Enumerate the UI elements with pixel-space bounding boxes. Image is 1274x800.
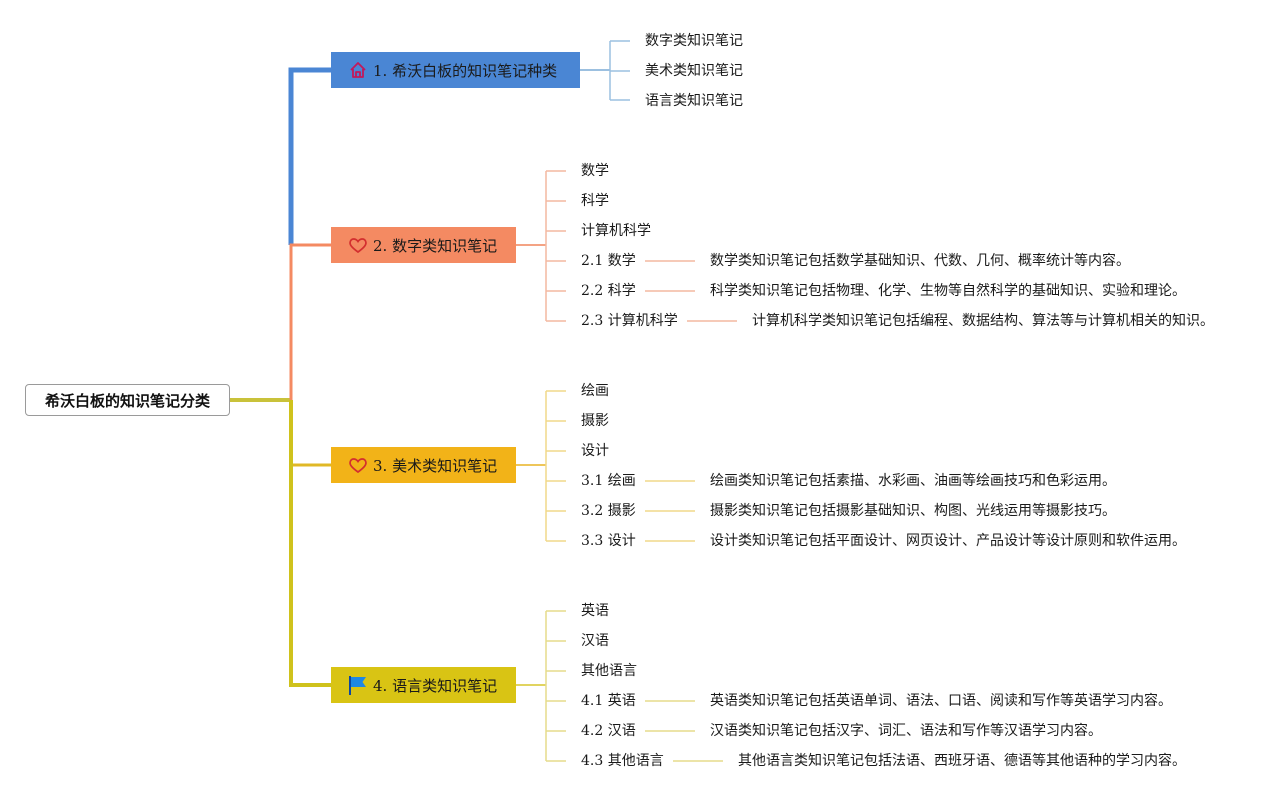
leaf-item[interactable]: 摄影: [581, 413, 609, 429]
root-topic[interactable]: 希沃白板的知识笔记分类: [25, 384, 230, 416]
detail-desc[interactable]: 摄影类知识笔记包括摄影基础知识、构图、光线运用等摄影技巧。: [710, 503, 1116, 519]
detail-label[interactable]: 2.2 科学: [581, 283, 636, 299]
flag-icon: [347, 674, 369, 696]
leaf-item[interactable]: 美术类知识笔记: [645, 63, 743, 79]
branch-topic-language[interactable]: 4. 语言类知识笔记: [331, 667, 516, 703]
heart-icon: [347, 234, 369, 256]
branch-label: 3. 美术类知识笔记: [373, 456, 498, 475]
branch-topic-types[interactable]: 1. 希沃白板的知识笔记种类: [331, 52, 580, 88]
detail-label[interactable]: 3.1 绘画: [581, 473, 636, 489]
detail-desc[interactable]: 绘画类知识笔记包括素描、水彩画、油画等绘画技巧和色彩运用。: [710, 473, 1116, 489]
leaf-item[interactable]: 设计: [581, 443, 609, 459]
detail-label[interactable]: 3.2 摄影: [581, 503, 636, 519]
root-topic-label: 希沃白板的知识笔记分类: [44, 391, 210, 410]
detail-desc[interactable]: 科学类知识笔记包括物理、化学、生物等自然科学的基础知识、实验和理论。: [710, 283, 1186, 299]
home-icon: [347, 59, 369, 81]
leaf-item[interactable]: 数字类知识笔记: [645, 33, 743, 49]
branch-label: 1. 希沃白板的知识笔记种类: [373, 61, 558, 80]
heart-icon: [347, 454, 369, 476]
detail-desc[interactable]: 计算机科学类知识笔记包括编程、数据结构、算法等与计算机相关的知识。: [752, 313, 1214, 329]
detail-desc[interactable]: 数学类知识笔记包括数学基础知识、代数、几何、概率统计等内容。: [710, 253, 1130, 269]
leaf-item[interactable]: 其他语言: [581, 663, 637, 679]
branch-topic-digital[interactable]: 2. 数字类知识笔记: [331, 227, 516, 263]
branch-topic-art[interactable]: 3. 美术类知识笔记: [331, 447, 516, 483]
leaf-item[interactable]: 数学: [581, 163, 609, 179]
detail-label[interactable]: 2.3 计算机科学: [581, 313, 678, 329]
branch-label: 2. 数字类知识笔记: [373, 236, 498, 255]
detail-desc[interactable]: 其他语言类知识笔记包括法语、西班牙语、德语等其他语种的学习内容。: [738, 753, 1186, 769]
detail-label[interactable]: 2.1 数学: [581, 253, 636, 269]
detail-desc[interactable]: 汉语类知识笔记包括汉字、词汇、语法和写作等汉语学习内容。: [710, 723, 1102, 739]
detail-desc[interactable]: 设计类知识笔记包括平面设计、网页设计、产品设计等设计原则和软件运用。: [710, 533, 1186, 549]
detail-label[interactable]: 4.1 英语: [581, 693, 636, 709]
detail-desc[interactable]: 英语类知识笔记包括英语单词、语法、口语、阅读和写作等英语学习内容。: [710, 693, 1172, 709]
leaf-item[interactable]: 科学: [581, 193, 609, 209]
leaf-item[interactable]: 绘画: [581, 383, 609, 399]
detail-label[interactable]: 3.3 设计: [581, 533, 636, 549]
branch-label: 4. 语言类知识笔记: [373, 676, 498, 695]
leaf-item[interactable]: 计算机科学: [581, 223, 651, 239]
leaf-item[interactable]: 英语: [581, 603, 609, 619]
detail-label[interactable]: 4.3 其他语言: [581, 753, 664, 769]
leaf-item[interactable]: 语言类知识笔记: [645, 93, 743, 109]
detail-label[interactable]: 4.2 汉语: [581, 723, 636, 739]
leaf-item[interactable]: 汉语: [581, 633, 609, 649]
